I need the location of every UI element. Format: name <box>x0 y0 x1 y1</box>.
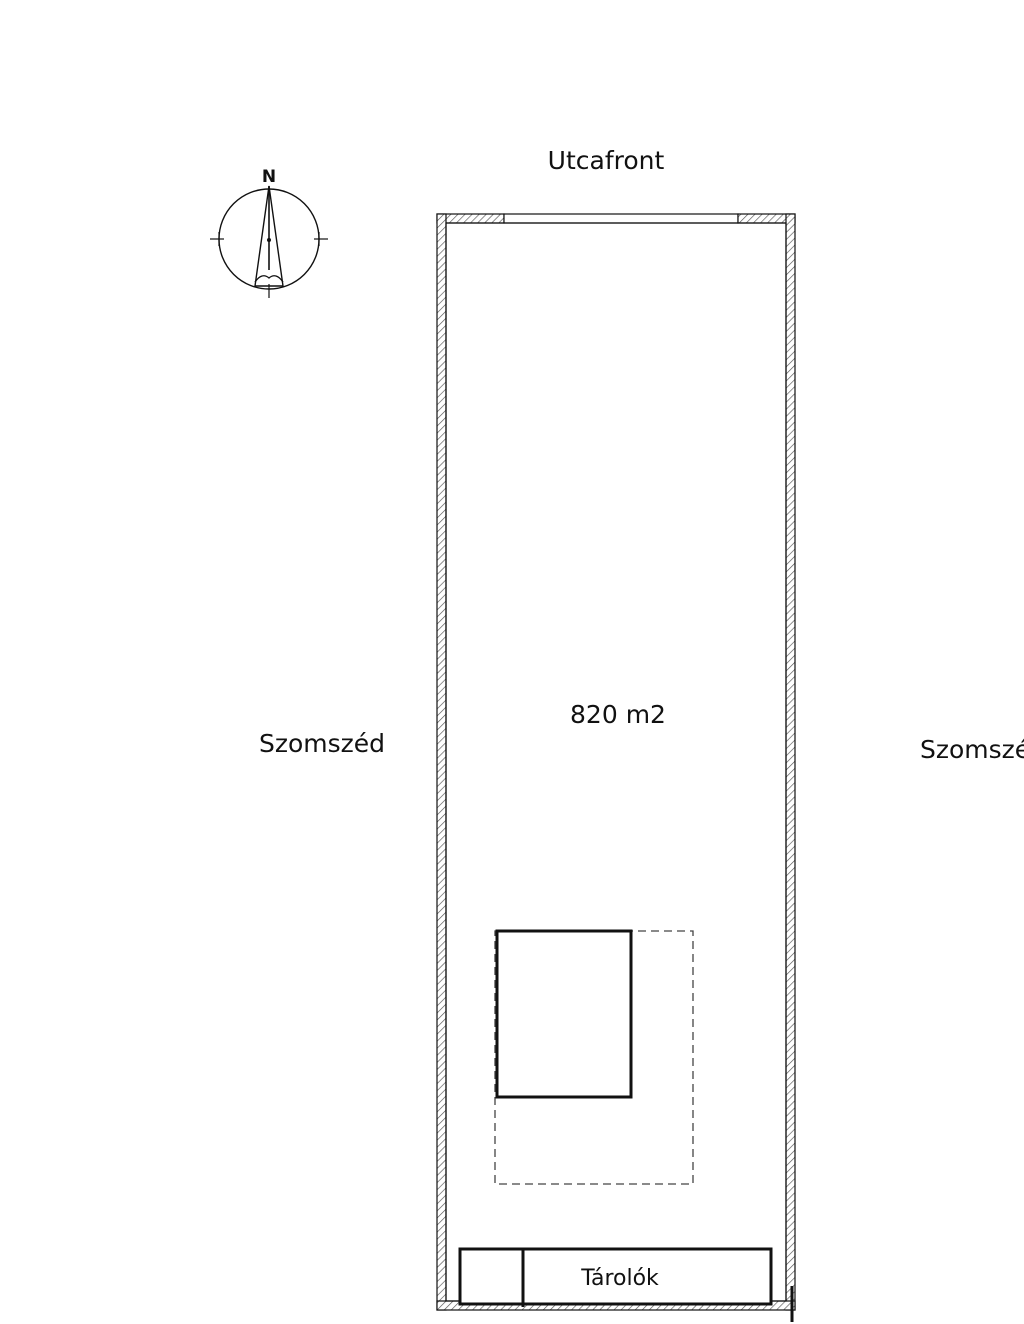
north-marker-label: N <box>262 167 276 187</box>
plot-area-label: 820 m2 <box>570 700 666 729</box>
building-footprint <box>495 929 633 1099</box>
neighbor-right-label: Szomszéd <box>920 735 1024 764</box>
storage-label: Tárolók <box>580 1266 659 1291</box>
storage-sheds <box>458 1247 773 1307</box>
plot-boundary <box>436 213 796 1322</box>
street-gate <box>503 213 739 224</box>
street-front-label: Utcafront <box>548 146 665 175</box>
neighbor-left-label: Szomszéd <box>259 729 385 758</box>
north-arrow-icon <box>210 185 328 298</box>
